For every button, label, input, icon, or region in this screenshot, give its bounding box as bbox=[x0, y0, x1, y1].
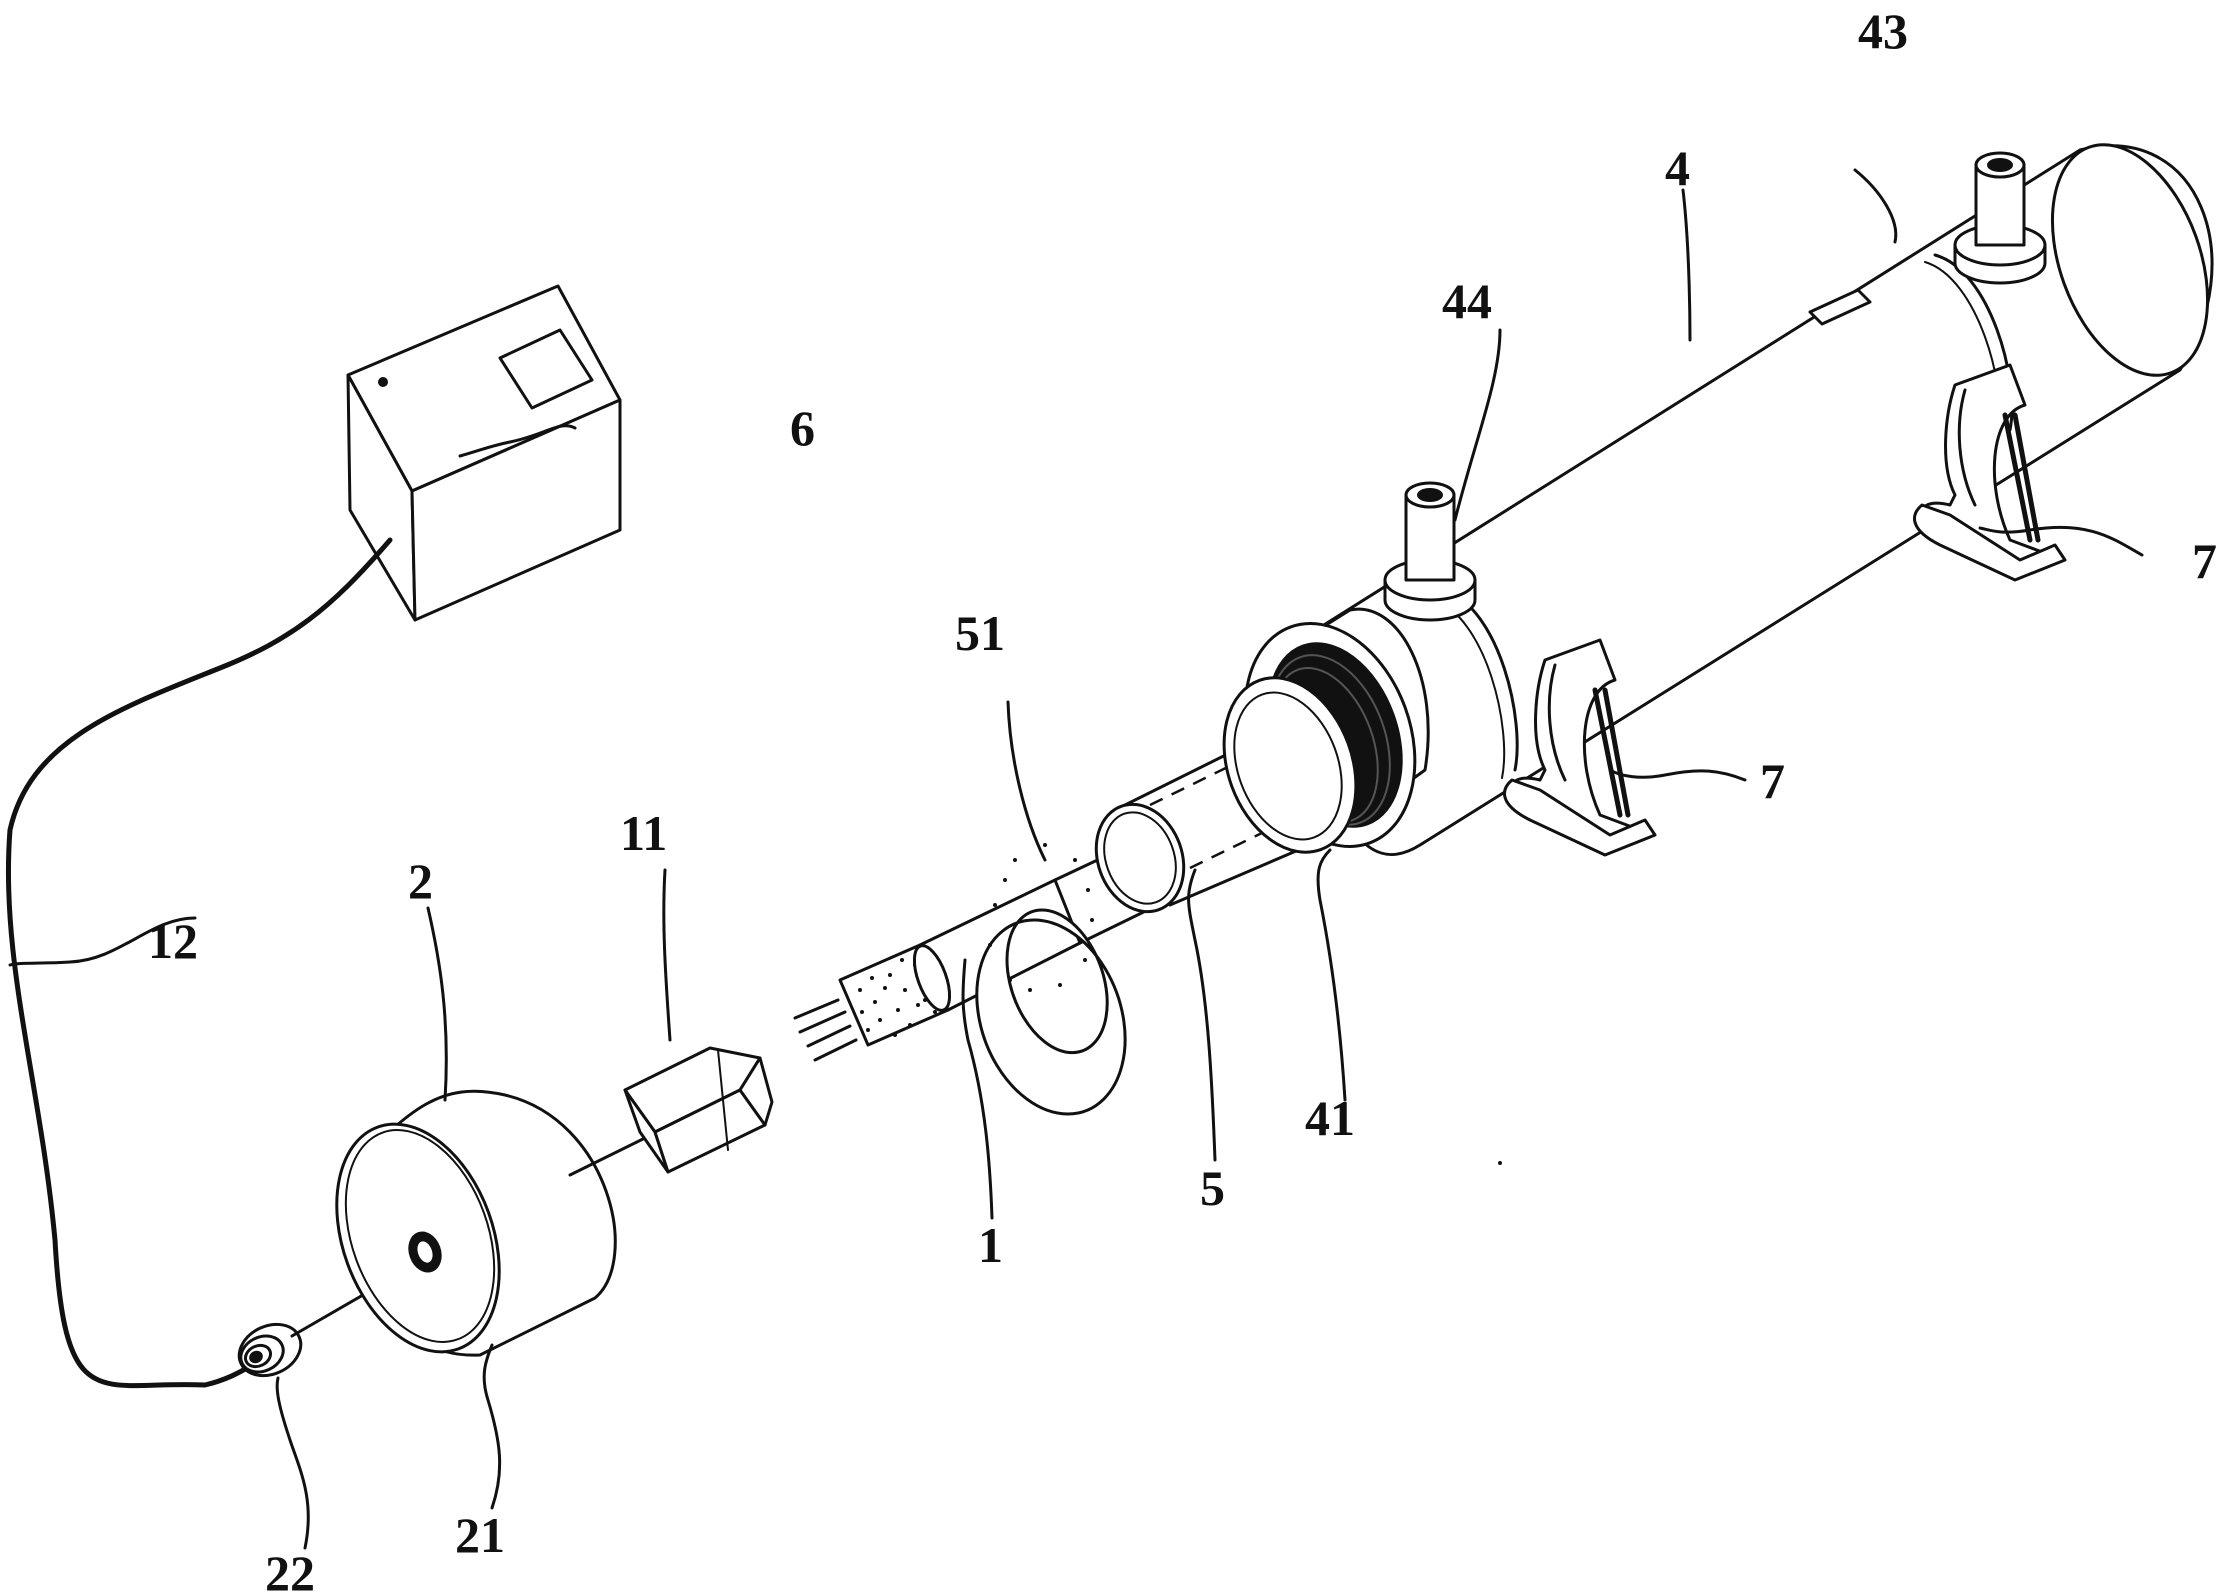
housing-tab bbox=[1808, 288, 1872, 326]
label-bracket-rear: 7 bbox=[2192, 533, 2217, 589]
label-reactor-housing: 4 bbox=[1665, 140, 1690, 196]
threaded-seal bbox=[1222, 622, 1417, 854]
label-gasket: 51 bbox=[955, 605, 1005, 661]
label-grommet: 22 bbox=[265, 1545, 315, 1592]
wire-to-block bbox=[568, 1136, 647, 1177]
label-threaded-seal: 41 bbox=[1305, 1090, 1355, 1146]
terminal-block bbox=[623, 1046, 774, 1174]
label-power-cable: 12 bbox=[148, 913, 198, 969]
reactor-housing bbox=[1222, 143, 2214, 857]
stray-dot bbox=[1498, 1161, 1502, 1165]
label-bracket-front: 7 bbox=[1760, 753, 1785, 809]
leader-lines bbox=[8, 168, 2144, 1550]
label-quartz-sleeve: 5 bbox=[1200, 1160, 1225, 1216]
label-terminal-block: 11 bbox=[620, 805, 667, 861]
label-inlet-port: 44 bbox=[1442, 273, 1492, 329]
inlet-port bbox=[1383, 481, 1477, 622]
mounting-bracket-rear bbox=[1913, 363, 2067, 582]
mounting-bracket-front bbox=[1503, 638, 1657, 857]
power-cable bbox=[5, 537, 393, 1389]
label-end-cap: 2 bbox=[408, 853, 433, 909]
label-uv-lamp: 1 bbox=[978, 1217, 1003, 1273]
grommet bbox=[237, 1322, 303, 1378]
label-control-box: 6 bbox=[790, 400, 815, 456]
label-outlet-port: 43 bbox=[1858, 3, 1908, 59]
gasket bbox=[975, 843, 1127, 1116]
end-cap bbox=[335, 1089, 617, 1357]
control-box bbox=[346, 284, 622, 622]
indicator-dot bbox=[378, 377, 388, 387]
display-window bbox=[498, 328, 594, 410]
label-cap-hole: 21 bbox=[455, 1507, 505, 1563]
outlet-port bbox=[1953, 151, 2047, 285]
